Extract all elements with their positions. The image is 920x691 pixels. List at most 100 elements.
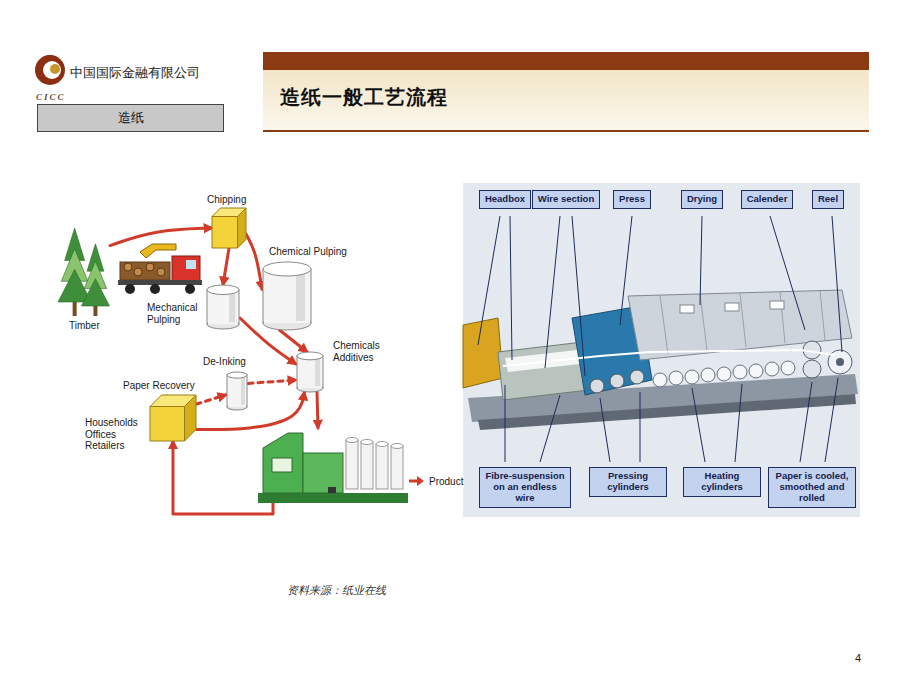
leader-line xyxy=(572,216,585,376)
company-abbr: CICC xyxy=(36,92,66,102)
leader-line xyxy=(640,392,641,462)
paper-machine-illustration xyxy=(701,368,715,382)
box-icon xyxy=(212,217,238,249)
tab-label: 造纸 xyxy=(118,109,144,127)
timber-truck xyxy=(186,260,196,269)
leader-line xyxy=(510,216,512,360)
paper-machine-illustration xyxy=(610,374,624,388)
leader-line xyxy=(825,378,838,462)
timber-truck xyxy=(118,244,202,294)
part-label: Fibre-suspension on an endless wire xyxy=(485,471,565,504)
paper-machine-illustration xyxy=(590,379,604,393)
paper-machine-illustration xyxy=(669,371,683,385)
leader-line xyxy=(540,395,560,462)
trees-icon xyxy=(73,302,77,316)
timber-truck xyxy=(150,284,160,294)
pulping-tank: Chemical Pulping xyxy=(262,262,312,330)
timber-truck xyxy=(157,268,165,276)
part-tag: Paper is cooled, smoothed and rolled xyxy=(768,467,856,508)
step-label: Chipping xyxy=(206,194,247,206)
paper-machine-illustration xyxy=(463,183,860,517)
title-band xyxy=(263,52,869,132)
tank-icon xyxy=(315,358,320,386)
part-tag: Pressing cylinders xyxy=(589,467,667,497)
part-label: Wire section xyxy=(538,194,594,205)
leader-line xyxy=(478,216,842,462)
paper-machine: Product xyxy=(258,428,408,503)
pulp-pipe xyxy=(280,330,308,352)
pulp-pipe xyxy=(317,392,318,428)
timber-truck xyxy=(134,268,142,276)
tank-icon xyxy=(263,262,311,276)
step-label: Paper Recovery xyxy=(122,380,196,392)
trees-icon xyxy=(93,306,97,316)
timber-truck xyxy=(120,262,170,280)
tank-icon xyxy=(228,375,246,407)
title-band xyxy=(263,130,869,132)
tank-icon xyxy=(264,269,310,323)
paper-machine-illustration xyxy=(630,370,644,384)
machine-icon xyxy=(391,444,403,449)
label-holder: Mechanical Pulping xyxy=(146,302,199,325)
tank-icon xyxy=(227,372,247,378)
company-logo xyxy=(35,55,65,85)
tank-icon xyxy=(263,269,311,323)
paper-machine-illustration xyxy=(717,367,731,381)
leader-line xyxy=(505,385,506,462)
timber-truck xyxy=(140,244,176,258)
section-tag: Calender xyxy=(741,190,794,209)
section-tab: 造纸 xyxy=(37,104,224,132)
tank-icon xyxy=(297,352,323,360)
paper-machine-illustration xyxy=(660,295,668,354)
company-name-holder: 中国国际金融有限公司 xyxy=(70,63,200,82)
step-label: Product xyxy=(428,476,464,488)
product-arrow xyxy=(409,476,424,486)
paper-machine-illustration xyxy=(733,365,747,379)
page-number: 4 xyxy=(855,652,861,664)
chipping-step: Chipping xyxy=(212,208,246,248)
leader-line xyxy=(600,398,610,462)
machine-icon xyxy=(263,433,303,493)
leader-line xyxy=(692,388,705,462)
tank-icon xyxy=(206,285,240,329)
company-logo xyxy=(43,61,61,79)
deinking-tank: De-Inking xyxy=(226,372,248,410)
part-label: Pressing cylinders xyxy=(595,471,661,493)
label-holder: De-Inking xyxy=(202,356,247,368)
paper-machine-illustration xyxy=(749,364,763,378)
part-tag: Fibre-suspension on an endless wire xyxy=(479,467,571,508)
box-icon xyxy=(150,395,196,441)
part-label: Press xyxy=(619,194,645,205)
tank-icon xyxy=(207,285,239,295)
company-abbr-holder: CICC xyxy=(36,86,66,104)
machine-icon xyxy=(361,440,373,445)
label-holder: Timber xyxy=(68,320,101,332)
timber-truck xyxy=(185,284,195,294)
leader-line xyxy=(832,216,842,352)
label-holder: Product xyxy=(428,476,464,488)
timber-source: Timber xyxy=(58,228,110,316)
leader-line xyxy=(620,216,632,325)
tank-icon xyxy=(297,352,323,392)
box-icon xyxy=(150,407,185,442)
recycle-arrow xyxy=(196,395,226,404)
step-label: Chemical Pulping xyxy=(268,246,348,258)
recovery-bin: Paper RecoveryHouseholds Offices Retaile… xyxy=(150,395,196,441)
trees-icon xyxy=(81,279,109,306)
paper-machine-illustration xyxy=(820,291,825,340)
tank-icon xyxy=(226,372,248,410)
product-arrow xyxy=(417,476,424,486)
machine-icon xyxy=(258,493,408,503)
section-tag: Wire section xyxy=(532,190,600,209)
company-name: 中国国际金融有限公司 xyxy=(70,65,200,80)
pulping-tank: Mechanical Pulping xyxy=(206,285,240,329)
part-label: Heating cylinders xyxy=(689,471,755,493)
source-caption: 资料来源：纸业在线 xyxy=(287,584,386,597)
tank-icon xyxy=(263,262,311,330)
additive-tank: Chemicals Additives xyxy=(296,352,324,392)
paper-machine-illustration xyxy=(653,373,667,387)
step-label: Households Offices Retailers xyxy=(84,417,139,452)
slide-title-holder: 造纸一般工艺流程 xyxy=(280,84,448,111)
step-label: Timber xyxy=(68,320,101,332)
